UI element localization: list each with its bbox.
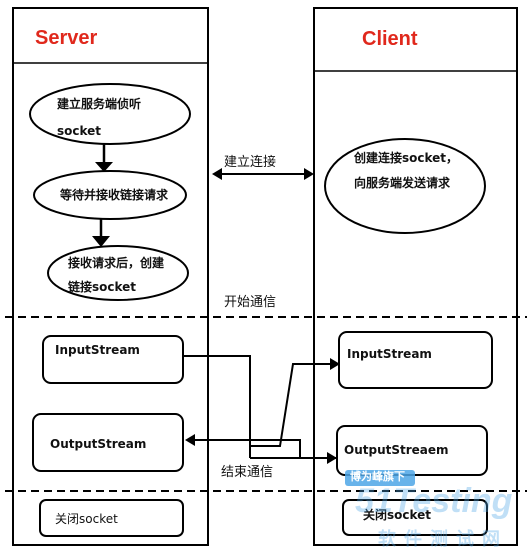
- server-create-label-line1: 接收请求后，创建: [68, 256, 165, 270]
- client-column: [313, 7, 518, 546]
- client-outputstream-label: OutputStreaem: [344, 443, 449, 457]
- client-inputstream-label: InputStream: [347, 347, 432, 361]
- client-close-label: 关闭socket: [363, 508, 432, 522]
- watermark-brand: 51Testing: [355, 482, 513, 520]
- server-create-label-line2: 链接socket: [68, 280, 137, 294]
- server-close-box: [39, 499, 184, 537]
- server-outputstream-box: [32, 413, 184, 472]
- watermark-tag: 博为峰旗下: [350, 471, 405, 483]
- crossing-arrow-to-client-output: [249, 446, 337, 464]
- client-close-box: [342, 499, 488, 536]
- server-create-socket-ellipse: [47, 245, 189, 301]
- server-inputstream-box: [42, 335, 184, 384]
- client-connect-label-line2: 向服务端发送请求: [354, 176, 451, 190]
- arrow-listen-to-accept: [95, 144, 113, 172]
- phase-start-label: 开始通信: [224, 295, 277, 310]
- arrow-accept-to-create: [92, 219, 110, 247]
- server-listen-ellipse: [29, 83, 191, 145]
- phase-end-label: 结束通信: [221, 465, 274, 480]
- watermark-tag-bg: [345, 470, 415, 486]
- server-close-label: 关闭socket: [55, 512, 118, 526]
- server-accept-label: 等待并接收链接请求: [60, 188, 169, 202]
- server-accept-ellipse: [33, 170, 187, 220]
- server-to-client-input-arrow: [183, 355, 340, 447]
- server-listen-label-line1: 建立服务端侦听: [57, 97, 142, 111]
- server-listen-label-line2: socket: [57, 124, 102, 138]
- server-inputstream-label: InputStream: [55, 343, 140, 357]
- client-connect-label-line1: 创建连接socket，: [354, 151, 459, 165]
- client-connect-ellipse: [324, 138, 486, 234]
- client-inputstream-box: [338, 331, 493, 389]
- client-title: Client: [362, 28, 418, 50]
- server-title: Server: [35, 27, 98, 49]
- connect-arrow: [212, 168, 314, 180]
- phase-connect-label: 建立连接: [224, 155, 277, 170]
- watermark-subtitle: 软件测试网: [378, 529, 508, 549]
- server-outputstream-label: OutputStream: [50, 437, 147, 451]
- server-column: [12, 7, 209, 546]
